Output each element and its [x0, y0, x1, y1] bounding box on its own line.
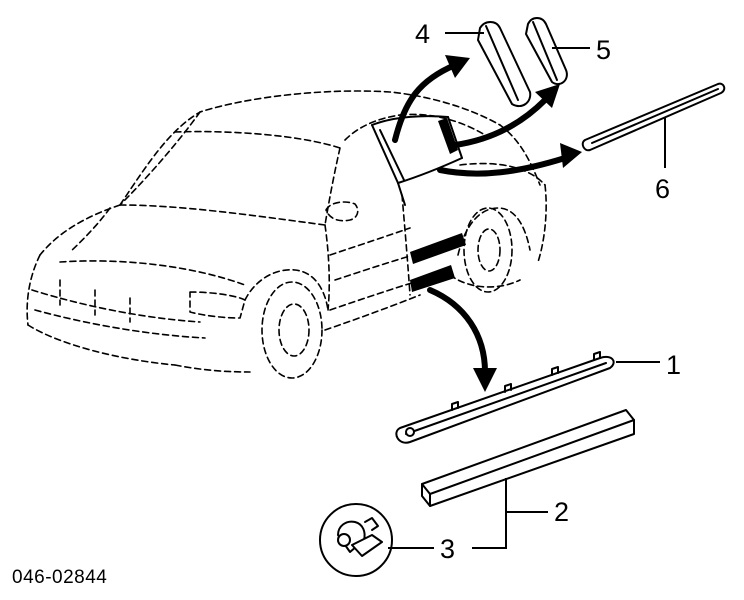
car-outline	[26, 90, 547, 379]
leader-lines	[388, 32, 666, 549]
part-5-trim	[525, 17, 568, 86]
callout-5: 5	[596, 35, 611, 65]
arrows	[392, 55, 582, 392]
callout-4: 4	[415, 19, 430, 49]
part-1-door-moulding	[395, 351, 615, 444]
drawing-code: 046-02844	[12, 567, 107, 588]
callout-2: 2	[554, 497, 569, 527]
part-3-clip	[319, 503, 393, 577]
part-4-trim	[477, 21, 532, 108]
part-2-lower-moulding	[421, 409, 635, 507]
callout-6: 6	[655, 174, 670, 204]
callout-1: 1	[666, 350, 681, 380]
callout-3: 3	[440, 534, 455, 564]
door-frame	[371, 115, 463, 206]
part-6-belt-moulding	[581, 82, 726, 152]
